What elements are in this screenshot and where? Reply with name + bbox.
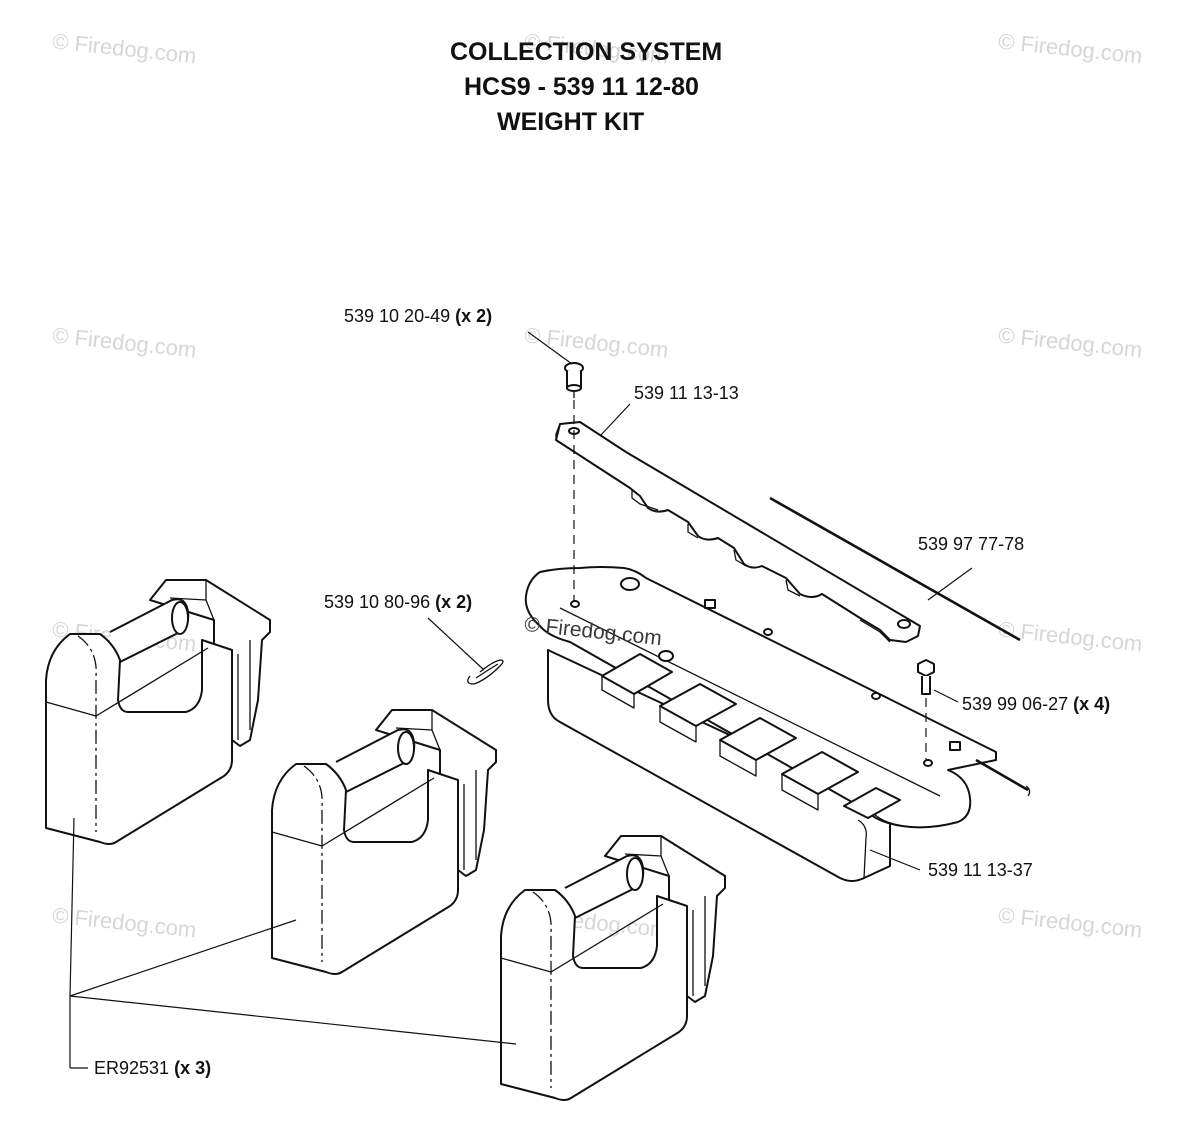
weight-block — [500, 835, 726, 1101]
part-number: ER92531 — [94, 1058, 170, 1078]
bracket — [555, 421, 921, 643]
leader-clip — [427, 617, 485, 671]
callout-weight: ER92531 (x 3) — [94, 1058, 211, 1079]
weight-tray — [524, 566, 997, 882]
quantity: (x 2) — [455, 306, 493, 326]
leader-weight-3 — [69, 995, 517, 1045]
leader-rod — [927, 567, 973, 601]
part-number: 539 10 20-49 — [344, 306, 451, 326]
callout-clip: 539 10 80-96 (x 2) — [324, 592, 472, 613]
bolt — [917, 659, 935, 695]
part-number: 539 97 77-78 — [918, 534, 1025, 554]
title-line-3: WEIGHT KIT — [497, 108, 645, 136]
part-number: 539 11 13-37 — [928, 860, 1033, 880]
leader-tray — [869, 849, 921, 871]
part-number: 539 11 13-13 — [634, 383, 739, 403]
title-line-2: HCS9 - 539 11 12-80 — [464, 73, 699, 101]
rod-end — [975, 758, 1029, 792]
title-line-1: COLLECTION SYSTEM — [450, 38, 723, 66]
leader-weight-2 — [69, 919, 297, 997]
rod — [769, 496, 1021, 642]
callout-bracket: 539 11 13-13 — [634, 383, 739, 404]
quantity: (x 2) — [435, 592, 473, 612]
leader-bolt — [933, 689, 959, 703]
quantity: (x 4) — [1073, 694, 1111, 714]
clevis-pin — [564, 362, 584, 398]
rod-end-cap — [1025, 785, 1031, 797]
callout-bolt: 539 99 06-27 (x 4) — [962, 694, 1110, 715]
leader-pin — [527, 331, 573, 365]
callout-pin: 539 10 20-49 (x 2) — [344, 306, 492, 327]
leader-bracket — [599, 403, 631, 437]
part-number: 539 99 06-27 — [962, 694, 1069, 714]
hairpin-clip — [467, 659, 504, 685]
callout-tray: 539 11 13-37 — [928, 860, 1033, 881]
callout-rod: 539 97 77-78 — [918, 534, 1024, 555]
leader-weight-1 — [69, 817, 75, 997]
weight-block — [271, 709, 497, 975]
part-number: 539 10 80-96 — [324, 592, 431, 612]
quantity: (x 3) — [174, 1058, 212, 1078]
weight-block — [45, 579, 271, 845]
